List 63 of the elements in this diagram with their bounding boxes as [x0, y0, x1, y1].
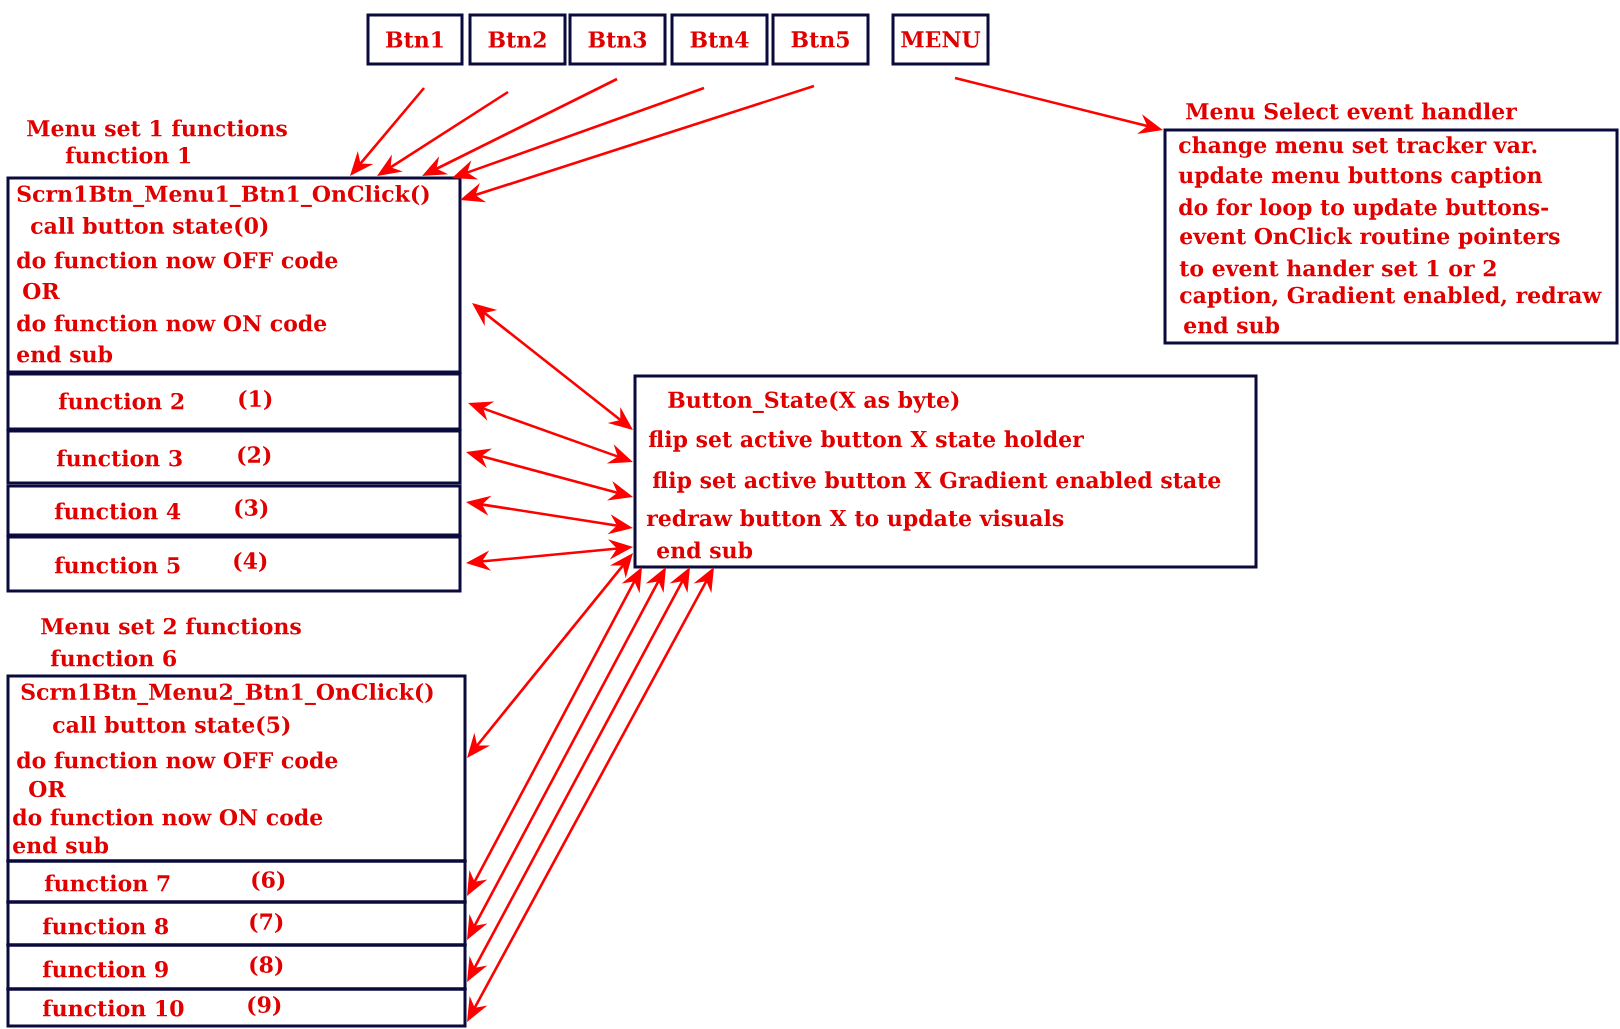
group-heading: Menu set 2 functions — [41, 617, 301, 635]
code-line: flip set active button X Gradient enabled state — [652, 471, 1221, 493]
code-line: do function now ON code — [13, 808, 323, 826]
code-line: change menu set tracker var. — [1179, 136, 1537, 158]
call-number: (3) — [235, 498, 268, 520]
call-number: (4) — [234, 551, 267, 573]
code-line: update menu buttons caption — [1178, 166, 1543, 188]
code-line: flip set active button X state holder — [648, 430, 1084, 452]
function-name: function 10 — [42, 999, 184, 1017]
function-row — [6, 535, 462, 593]
code-line: end sub — [657, 541, 753, 559]
button: Btn3 — [568, 13, 667, 66]
code-box — [1163, 102, 1619, 345]
function-name: function 8 — [42, 917, 169, 935]
code-line: caption, Gradient enabled, redraw — [1180, 286, 1602, 308]
button: MENU — [891, 13, 990, 66]
call-number: (1) — [239, 389, 272, 411]
heading: function 6 — [50, 649, 177, 667]
code-box — [6, 146, 462, 374]
function-name: function 7 — [44, 874, 170, 892]
code-line: do for loop to update buttons- — [1179, 198, 1549, 220]
code-box — [6, 649, 467, 863]
call-number: (6) — [252, 870, 285, 892]
code-line: end sub — [13, 836, 109, 854]
function-row — [6, 484, 462, 537]
heading: function 1 — [65, 146, 190, 164]
code-line: end sub — [1184, 316, 1280, 334]
heading: Menu Select event handler — [1186, 102, 1518, 120]
function-row — [6, 943, 467, 991]
function-name: function 4 — [54, 502, 181, 520]
call-number: (9) — [248, 995, 281, 1017]
code-line: end sub — [17, 345, 113, 363]
button: Btn5 — [771, 13, 870, 66]
button: Btn2 — [468, 13, 567, 66]
call-number: (8) — [250, 955, 283, 977]
function-name: function 5 — [54, 556, 180, 574]
call-number: (7) — [250, 912, 283, 934]
heading: Button_State(X as byte) — [668, 391, 959, 413]
function-row — [6, 859, 467, 904]
button: Btn4 — [670, 13, 769, 66]
code-line: Scrn1Btn_Menu2_Btn1_OnClick() — [21, 683, 433, 705]
code-line: call button state(0) — [31, 216, 268, 238]
code-line: OR — [23, 282, 60, 300]
function-name: function 9 — [42, 960, 168, 978]
code-line: to event hander set 1 or 2 — [1179, 259, 1496, 277]
code-line: call button state(5) — [53, 715, 290, 737]
function-row — [6, 900, 467, 947]
call-number: (2) — [238, 445, 271, 467]
code-line: do function now OFF code — [17, 251, 338, 269]
code-line: redraw button X to update visuals — [646, 509, 1064, 531]
code-line: Scrn1Btn_Menu1_Btn1_OnClick() — [17, 185, 429, 207]
code-line: do function now ON code — [17, 314, 327, 332]
function-row — [6, 987, 467, 1028]
code-line: event OnClick routine pointers — [1180, 227, 1560, 249]
function-row — [6, 372, 462, 431]
button: Btn1 — [366, 13, 464, 66]
group-heading: Menu set 1 functions — [27, 119, 287, 137]
function-name: function 3 — [56, 449, 182, 467]
code-box — [633, 374, 1258, 569]
code-line: OR — [29, 780, 66, 798]
function-row — [6, 429, 462, 485]
function-name: function 2 — [58, 392, 184, 410]
code-line: do function now OFF code — [17, 751, 338, 769]
